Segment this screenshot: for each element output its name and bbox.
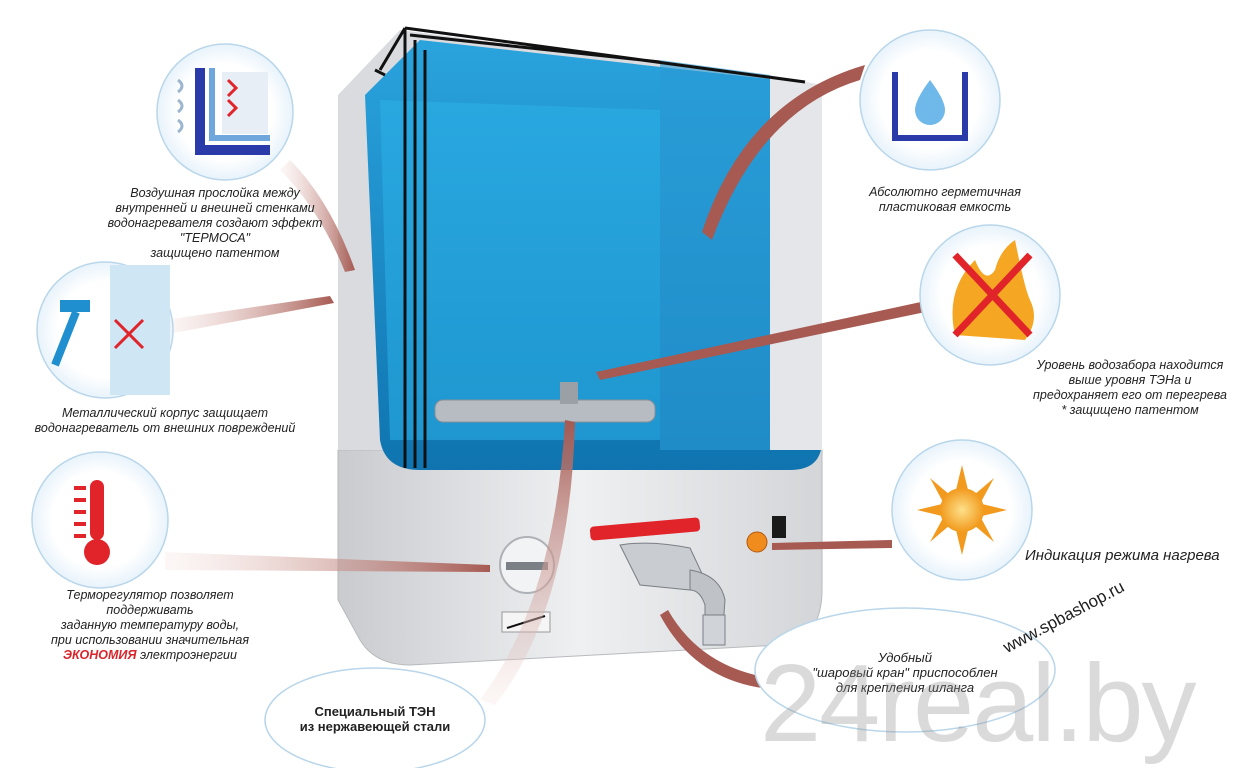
thermometer-icon xyxy=(31,451,169,589)
heating-element-caption: Специальный ТЭН из нержавеющей стали xyxy=(299,704,451,734)
thermostat-caption: Терморегулятор позволяет поддерживать за… xyxy=(50,588,250,662)
ball-valve xyxy=(589,517,726,646)
heat-indicator-caption: Индикация режима нагрева xyxy=(1025,547,1220,564)
cross-icon xyxy=(113,318,145,350)
sealed-tank-caption: Абсолютно герметичная пластиковая емкост… xyxy=(869,185,1021,214)
air-layer-caption: Воздушная прослойка между внутренней и в… xyxy=(107,186,323,260)
metal-body-caption: Металлический корпус защищает водонагрев… xyxy=(34,406,296,435)
big-watermark: 24real.by xyxy=(760,642,1197,765)
ball-valve-caption: Удобный "шаровый кран" приспособлен для … xyxy=(812,650,998,695)
sun-icon xyxy=(891,439,1033,581)
heating-element-ellipse xyxy=(264,667,486,768)
economy-label: ЭКОНОМИЯ xyxy=(63,648,137,662)
hammer-icon xyxy=(36,261,174,399)
heat-indicator-lamp xyxy=(746,531,768,553)
heating-element xyxy=(434,399,656,423)
intake-level-caption: Уровень водозабора находится выше уровня… xyxy=(1033,358,1227,417)
air-layer-icon xyxy=(156,43,294,181)
ball-valve-ellipse xyxy=(754,607,1056,733)
flame-cross-icon xyxy=(919,224,1061,366)
water-drop-icon xyxy=(859,29,1001,171)
callout-arrows xyxy=(165,65,935,705)
